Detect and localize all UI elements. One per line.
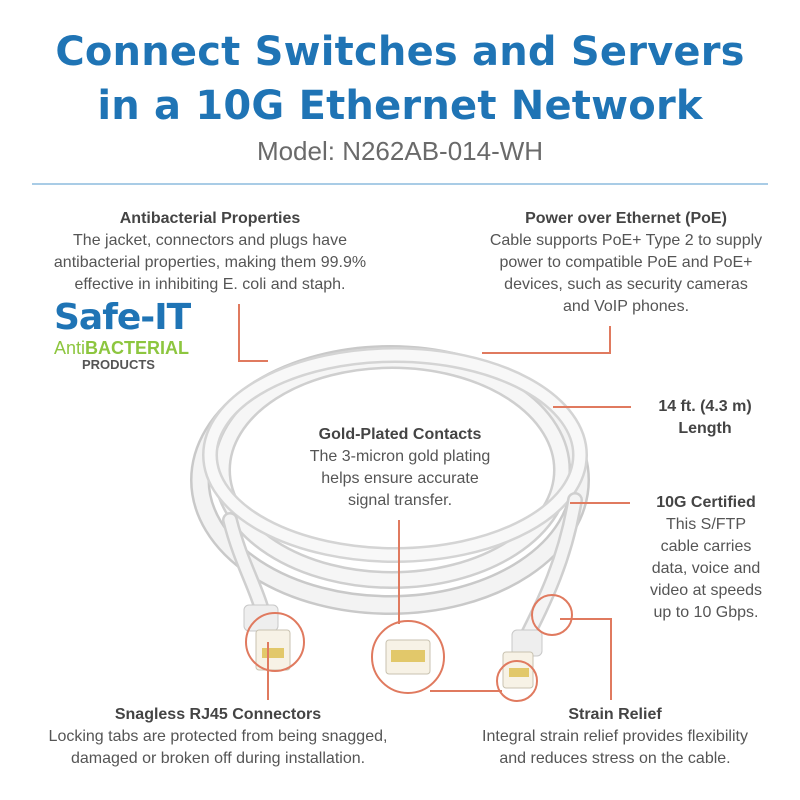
feature-text-line: power to compatible PoE and PoE+ — [499, 254, 753, 271]
leader-antibacterial-v — [238, 304, 240, 362]
callout-circle-right-plug — [496, 660, 538, 702]
leader-length — [553, 406, 631, 408]
callout-circle-left-plug — [245, 612, 305, 672]
feature-text-line: Locking tabs are protected from being sn… — [48, 728, 388, 745]
feature-text-line: effective in inhibiting E. coli and stap… — [74, 276, 346, 293]
feature-heading: Gold-Plated Contacts — [318, 426, 482, 443]
feature-text-line: damaged or broken off during installatio… — [70, 750, 366, 767]
feature-heading: Length — [678, 420, 732, 437]
model-number: Model: N262AB-014-WH — [256, 136, 544, 166]
feature-antibacterial: Antibacterial Properties The jacket, con… — [20, 208, 400, 296]
leader-strain-h — [560, 618, 612, 620]
feature-text-line: The 3-micron gold plating — [309, 448, 491, 465]
feature-text-line: signal transfer. — [347, 492, 453, 509]
feature-10g: 10G Certified This S/FTP cable carries d… — [628, 492, 784, 624]
leader-poe-h — [482, 352, 611, 354]
leader-antibacterial-h — [238, 360, 268, 362]
leader-10g — [570, 502, 630, 504]
feature-text-line: This S/FTP — [665, 516, 746, 533]
feature-text-line: and VoIP phones. — [562, 298, 690, 315]
feature-heading: Power over Ethernet (PoE) — [525, 210, 727, 227]
title-line-2: in a 10G Ethernet Network — [97, 83, 703, 129]
feature-text-line: helps ensure accurate — [321, 470, 479, 487]
feature-heading: Strain Relief — [568, 706, 662, 723]
leader-gold — [398, 520, 400, 624]
logo-brand: Safe-IT — [54, 297, 191, 338]
feature-text-line: Cable supports PoE+ Type 2 to supply — [489, 232, 763, 249]
feature-text-line: The jacket, connectors and plugs have — [73, 232, 347, 249]
feature-poe: Power over Ethernet (PoE) Cable supports… — [456, 208, 796, 318]
gold-contacts-closeup — [371, 620, 445, 694]
logo-line2: AntiBACTERIAL — [54, 338, 190, 358]
feature-text-line: Integral strain relief provides flexibil… — [482, 728, 748, 745]
feature-length: 14 ft. (4.3 m) Length — [630, 396, 780, 440]
logo-line3: PRODUCTS — [82, 357, 155, 372]
feature-heading: Antibacterial Properties — [119, 210, 301, 227]
feature-rj45: Snagless RJ45 Connectors Locking tabs ar… — [16, 704, 420, 770]
feature-heading: Snagless RJ45 Connectors — [114, 706, 322, 723]
divider — [32, 183, 768, 185]
feature-text-line: video at speeds — [649, 582, 763, 599]
feature-text-line: cable carries — [660, 538, 752, 555]
feature-text-line: antibacterial properties, making them 99… — [53, 254, 367, 271]
feature-heading: 14 ft. (4.3 m) — [658, 398, 752, 415]
feature-strain-relief: Strain Relief Integral strain relief pro… — [440, 704, 790, 770]
feature-heading: 10G Certified — [656, 494, 756, 511]
leader-poe-v — [609, 326, 611, 354]
title-line-1: Connect Switches and Servers — [55, 29, 745, 75]
feature-text-line: devices, such as security cameras — [504, 276, 748, 293]
feature-text-line: data, voice and — [651, 560, 761, 577]
feature-text-line: up to 10 Gbps. — [653, 604, 759, 621]
leader-gold-connect — [430, 690, 502, 692]
leader-strain-v — [610, 618, 612, 700]
safe-it-logo: Safe-IT AntiBACTERIAL PRODUCTS — [54, 298, 204, 372]
callout-circle-strain — [531, 594, 573, 636]
feature-text-line: and reduces stress on the cable. — [499, 750, 731, 767]
feature-gold-contacts: Gold-Plated Contacts The 3-micron gold p… — [270, 424, 530, 512]
